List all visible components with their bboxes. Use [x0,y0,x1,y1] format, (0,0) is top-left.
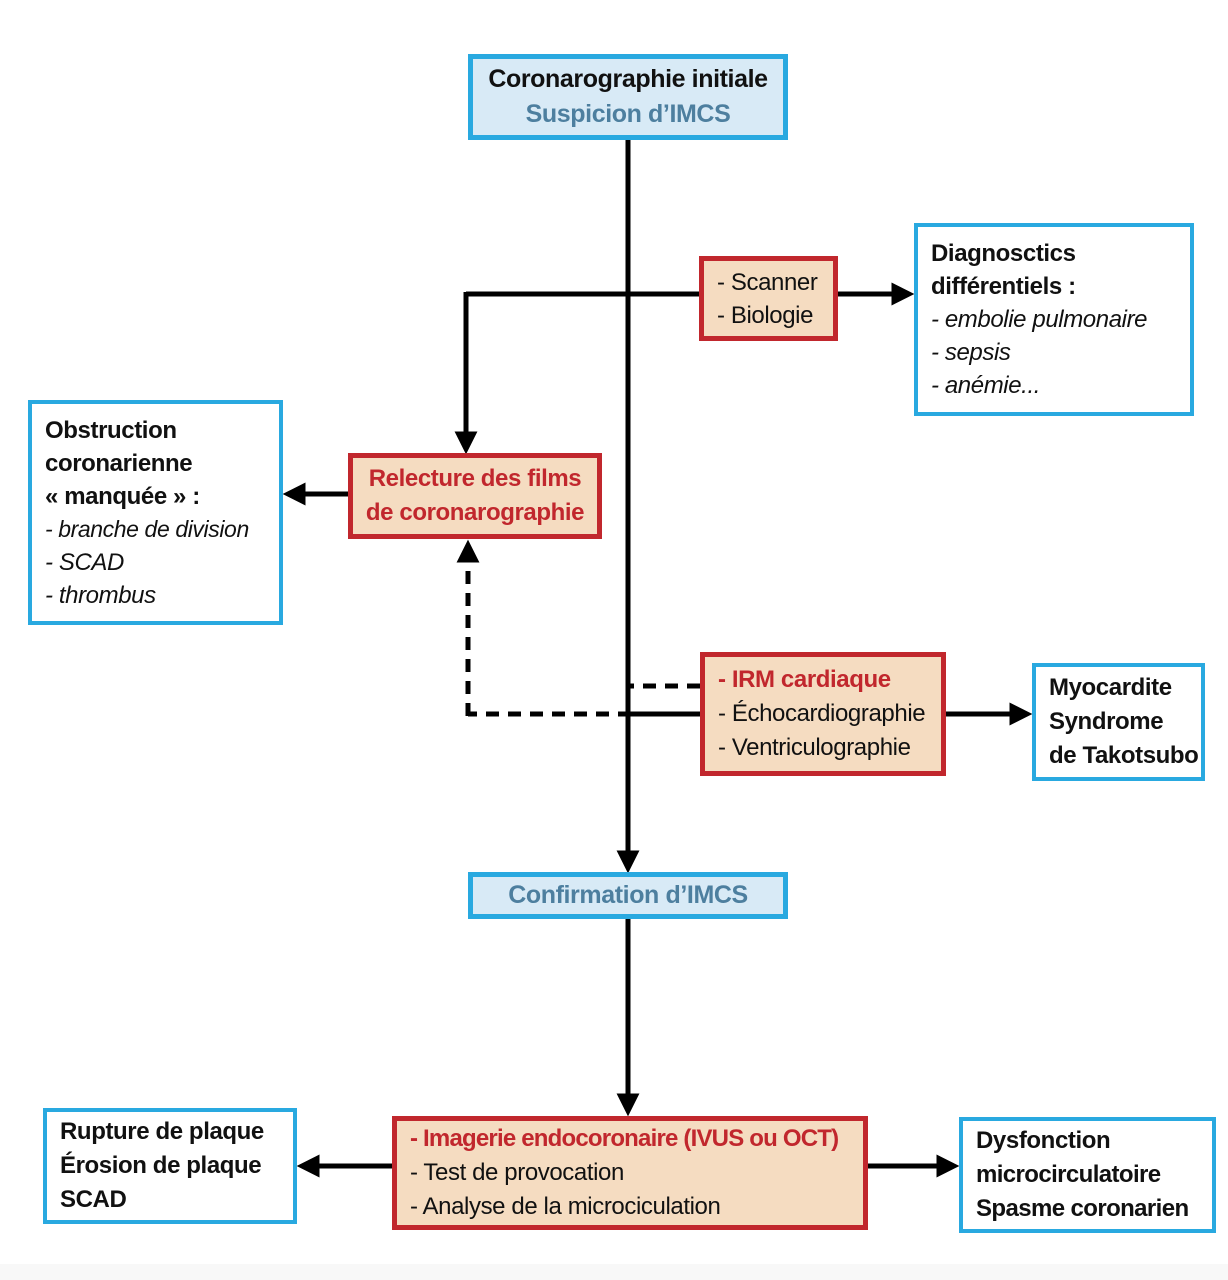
node-endocoronaire-highlight: - Imagerie endocoronaire (IVUS ou OCT) [410,1125,839,1152]
node-myocardite-line: Syndrome [1049,708,1164,735]
node-obstruction-item: - thrombus [45,581,156,609]
node-scanner-biologie: - Scanner - Biologie [699,256,838,341]
node-dysfonction-line: Dysfonction [976,1127,1111,1154]
footer-strip [0,1264,1228,1280]
node-obstruction-coronarienne: Obstruction coronarienne « manquée » : -… [28,400,283,625]
node-rupture-line: Rupture de plaque [60,1118,264,1145]
node-obstruction-title-line: coronarienne [45,449,193,477]
node-endocoronaire-item: - Test de provocation [410,1159,624,1186]
node-coronarographie-initiale-title: Coronarographie initiale [488,65,768,93]
node-endocoronaire-item: - Analyse de la microciculation [410,1193,721,1220]
node-dysfonction-microcirculatoire: Dysfonction microcirculatoire Spasme cor… [959,1117,1216,1233]
node-obstruction-item: - SCAD [45,548,124,576]
node-diagnostics-item: - embolie pulmonaire [931,306,1148,333]
node-myocardite-line: de Takotsubo [1049,742,1199,769]
node-diagnostics-item: - anémie... [931,372,1040,399]
node-dysfonction-line: microcirculatoire [976,1161,1161,1188]
node-obstruction-title-line: « manquée » : [45,482,200,510]
node-irm-cardiaque: - IRM cardiaque - Échocardiographie - Ve… [700,652,946,776]
node-diagnostics-title-line: différentiels : [931,273,1076,300]
node-coronarographie-initiale: Coronarographie initiale Suspicion d’IMC… [468,54,788,140]
node-coronarographie-initiale-subtitle: Suspicion d’IMCS [525,100,731,128]
node-imagerie-endocoronaire: - Imagerie endocoronaire (IVUS ou OCT) -… [392,1116,868,1230]
node-rupture-line: SCAD [60,1186,127,1213]
node-scanner-biologie-line: - Biologie [717,301,814,329]
node-relecture-films: Relecture des films de coronarographie [348,453,602,539]
node-diagnostics-differentiels: Diagnosctics différentiels : - embolie p… [914,223,1194,416]
node-obstruction-title-line: Obstruction [45,416,177,444]
node-myocardite-line: Myocardite [1049,674,1172,701]
node-relecture-line: de coronarographie [365,499,585,526]
node-myocardite-takotsubo: Myocardite Syndrome de Takotsubo [1032,663,1205,781]
node-confirmation-imcs: Confirmation d’IMCS [468,872,788,919]
node-relecture-line: Relecture des films [368,465,582,492]
node-scanner-biologie-line: - Scanner [717,268,818,296]
node-irm-item: - Ventriculographie [718,734,911,761]
node-rupture-line: Érosion de plaque [60,1152,262,1179]
node-obstruction-item: - branche de division [45,515,249,542]
node-irm-highlight: - IRM cardiaque [718,666,891,693]
node-rupture-plaque: Rupture de plaque Érosion de plaque SCAD [43,1108,297,1224]
node-diagnostics-title-line: Diagnosctics [931,240,1076,267]
node-irm-item: - Échocardiographie [718,700,926,727]
node-confirmation-title: Confirmation d’IMCS [508,881,748,909]
node-dysfonction-line: Spasme coronarien [976,1195,1189,1222]
node-diagnostics-item: - sepsis [931,339,1011,366]
